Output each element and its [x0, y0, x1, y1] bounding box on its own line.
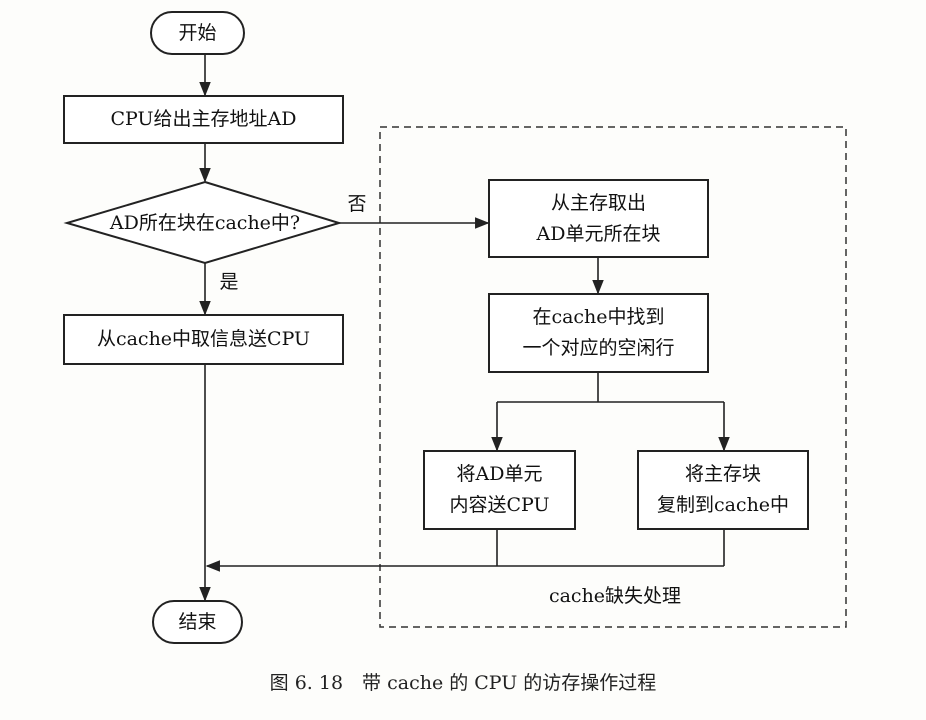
- end-terminal: 结束: [178, 610, 217, 633]
- read-cache-box: 从cache中取信息送CPU: [96, 328, 311, 350]
- figure-caption: 图 6. 18 带 cache 的 CPU 的访存操作过程: [269, 672, 657, 694]
- cpu-address-box: CPU给出主存地址AD: [110, 108, 297, 130]
- find-line-box: 在cache中找到 一个对应的空闲行: [522, 306, 675, 359]
- fetch-block-box: 从主存取出 AD单元所在块: [536, 191, 661, 245]
- decision-diamond: AD所在块在cache中?: [109, 211, 301, 234]
- connector-lines: [199, 54, 730, 602]
- copy-block-box: 将主存块 复制到cache中: [656, 463, 790, 516]
- cache-miss-region-border: [379, 126, 847, 628]
- start-terminal-shape: [150, 11, 245, 55]
- cpu-address-box-shape: [63, 95, 344, 144]
- end-terminal-shape: [152, 600, 243, 644]
- yes-branch-label: 是: [219, 270, 239, 293]
- find-line-box-shape: [488, 293, 709, 373]
- start-terminal: 开始: [178, 21, 217, 44]
- send-cpu-box-shape: [423, 450, 576, 530]
- no-branch-label: 否: [347, 192, 367, 215]
- cache-miss-region-label: cache缺失处理: [548, 584, 682, 607]
- send-cpu-box: 将AD单元 内容送CPU: [449, 463, 550, 516]
- copy-block-box-shape: [637, 450, 809, 530]
